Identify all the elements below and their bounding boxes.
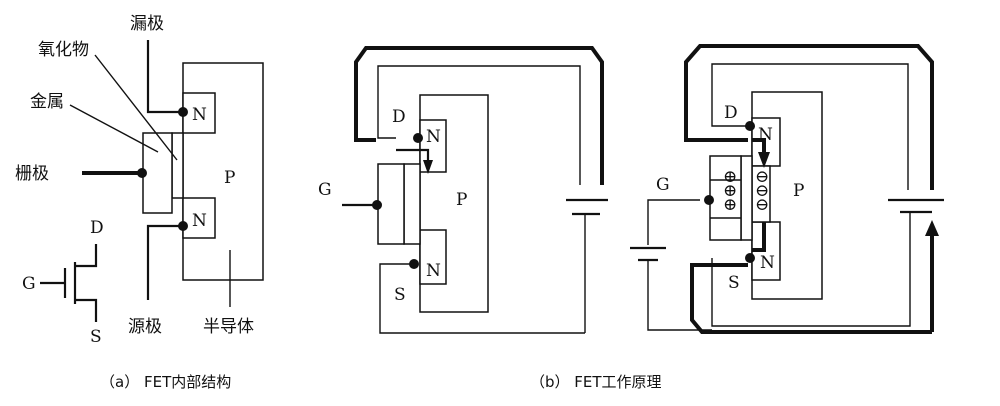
drain-contact-b1 bbox=[413, 133, 423, 143]
p-label-b2: P bbox=[793, 181, 804, 201]
n-bottom-label: N bbox=[192, 211, 207, 231]
n-region-top bbox=[182, 92, 216, 134]
symbol-d-label: D bbox=[90, 218, 104, 238]
metal-pointer bbox=[69, 104, 159, 153]
d-label-b2: D bbox=[724, 103, 738, 123]
n-bottom-b1 bbox=[419, 229, 447, 285]
oxide-layer bbox=[171, 132, 184, 199]
n-bottom-label-b2: N bbox=[760, 253, 775, 273]
n-top-label-b2: N bbox=[758, 125, 773, 145]
caption-b: （b） FET工作原理 bbox=[530, 373, 662, 391]
n-top-label: N bbox=[192, 105, 207, 125]
caption-a: （a） FET内部结构 bbox=[100, 373, 231, 391]
oxide-b2 bbox=[740, 155, 753, 241]
plus-charge-3: ⊕ bbox=[723, 195, 737, 215]
minus-charge-1: ⊖ bbox=[755, 167, 769, 187]
plus-charge-1: ⊕ bbox=[723, 167, 737, 187]
d-label-b1: D bbox=[392, 107, 406, 127]
source-contact bbox=[178, 221, 188, 231]
source-label: 源极 bbox=[128, 317, 162, 337]
gate-contact-b1 bbox=[372, 200, 382, 210]
fet-principle-on: ⊕ ⊕ ⊕ ⊖ ⊖ ⊖ D N P G N S bbox=[630, 44, 944, 334]
source-contact-b2 bbox=[745, 253, 755, 263]
plus-charge-2: ⊕ bbox=[723, 181, 737, 201]
s-label-b2: S bbox=[728, 273, 740, 293]
fet-symbol: D G S bbox=[22, 218, 104, 347]
fet-principle-off: D N P G N S bbox=[318, 46, 608, 334]
g-label-b2: G bbox=[656, 175, 670, 195]
gate-label: 栅极 bbox=[15, 164, 49, 184]
gate-contact bbox=[137, 168, 147, 178]
symbol-s-label: S bbox=[90, 327, 102, 347]
drain-contact bbox=[178, 107, 188, 117]
semiconductor-label: 半导体 bbox=[203, 317, 254, 337]
minus-charge-2: ⊖ bbox=[755, 181, 769, 201]
metal-gate bbox=[142, 132, 173, 214]
n-top-label-b1: N bbox=[426, 127, 441, 147]
oxide-label: 氧化物 bbox=[38, 40, 89, 60]
g-label-b1: G bbox=[318, 180, 332, 200]
gate-contact-b2 bbox=[704, 195, 714, 205]
drain-contact-b2 bbox=[745, 121, 755, 131]
fet-structure-a: N N P 漏极 氧化物 金属 栅极 源极 半导体 bbox=[15, 14, 264, 337]
s-label-b1: S bbox=[394, 285, 406, 305]
gate-b1 bbox=[377, 163, 405, 245]
metal-label: 金属 bbox=[30, 92, 64, 112]
p-label-b1: P bbox=[456, 190, 467, 210]
symbol-g-label: G bbox=[22, 274, 36, 294]
oxide-b1 bbox=[403, 163, 421, 245]
drain-lead bbox=[146, 40, 183, 114]
drain-circuit-wire-b2 bbox=[684, 44, 934, 190]
minus-charge-3: ⊖ bbox=[755, 195, 769, 215]
n-region-bottom bbox=[182, 197, 216, 239]
source-contact-b1 bbox=[409, 259, 419, 269]
oxide-pointer bbox=[94, 54, 178, 161]
p-label: P bbox=[224, 168, 235, 188]
drain-label: 漏极 bbox=[130, 14, 164, 34]
drain-circuit-wire bbox=[354, 46, 604, 185]
source-lead bbox=[146, 224, 183, 300]
n-bottom-label-b1: N bbox=[426, 261, 441, 281]
